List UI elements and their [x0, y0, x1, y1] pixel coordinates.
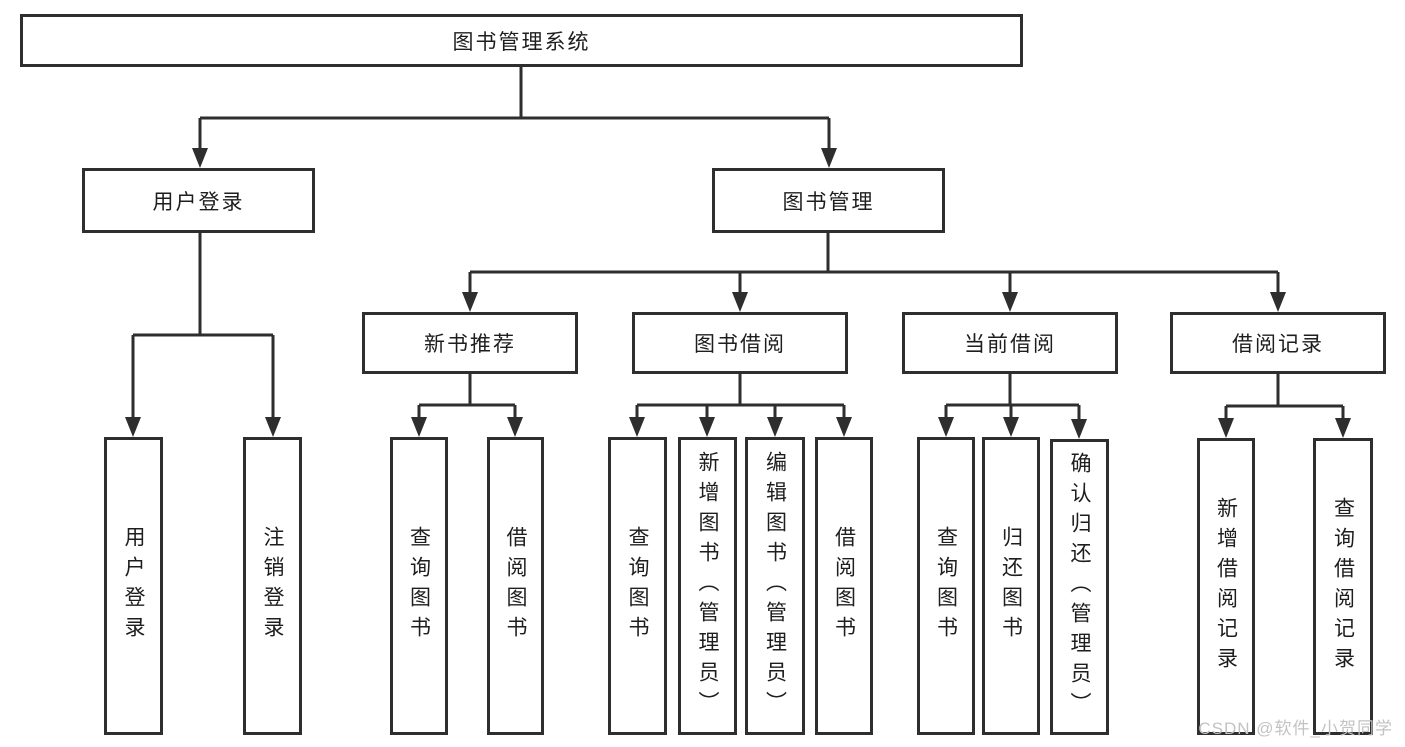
leaf-borrow-books-recommend: 借阅图书: [487, 437, 544, 735]
node-label: 查询图书: [626, 526, 649, 646]
node-label: 注销登录: [261, 526, 284, 646]
connectors-book-management: [462, 233, 1286, 312]
node-label: 查询借阅记录: [1331, 496, 1355, 677]
leaf-query-borrow-record: 查询借阅记录: [1313, 438, 1373, 735]
watermark-text: CSDN @软件_小贺同学: [1198, 719, 1393, 738]
leaf-edit-book-admin: 编辑图书（管理员）: [745, 437, 805, 735]
node-label: 图书管理: [782, 190, 875, 214]
node-label: 新增借阅记录: [1214, 496, 1238, 677]
node-label: 新书推荐: [424, 333, 516, 356]
node-borrowing-records: 借阅记录: [1170, 312, 1386, 374]
node-label: 查询图书: [934, 526, 958, 646]
node-new-book-recommend: 新书推荐: [362, 312, 578, 374]
node-label: 图书借阅: [694, 333, 786, 356]
leaf-query-books-borrowing: 查询图书: [608, 437, 667, 735]
node-label: 用户登录: [152, 190, 245, 214]
node-system-root: 图书管理系统: [20, 14, 1023, 67]
node-current-borrowing: 当前借阅: [902, 312, 1118, 374]
node-book-management: 图书管理: [712, 168, 945, 233]
node-label: 借阅图书: [832, 526, 856, 646]
leaf-query-books-recommend: 查询图书: [390, 437, 448, 735]
node-book-borrowing: 图书借阅: [632, 312, 848, 374]
node-label: 图书管理系统: [452, 30, 591, 54]
connectors-current-borrowing: [938, 374, 1087, 439]
node-label: 查询图书: [407, 526, 431, 646]
node-label: 新增图书（管理员）: [696, 451, 719, 721]
connectors-user-login: [125, 233, 281, 437]
leaf-user-login: 用户登录: [104, 437, 163, 735]
leaf-confirm-return-admin: 确认归还（管理员）: [1050, 439, 1109, 735]
node-label: 借阅记录: [1232, 333, 1324, 356]
node-label: 编辑图书（管理员）: [763, 451, 787, 721]
leaf-logout: 注销登录: [243, 437, 302, 735]
node-label: 归还图书: [999, 526, 1023, 646]
node-label: 用户登录: [122, 526, 145, 646]
connectors-borrowing-records: [1218, 374, 1351, 438]
connectors-new-book-recommend: [411, 374, 523, 437]
node-label: 借阅图书: [504, 526, 527, 646]
node-label: 确认归还（管理员）: [1068, 452, 1091, 722]
leaf-query-books-current: 查询图书: [917, 437, 975, 735]
node-label: 当前借阅: [964, 333, 1056, 356]
leaf-add-book-admin: 新增图书（管理员）: [678, 437, 737, 735]
leaf-borrow-books-borrowing: 借阅图书: [815, 437, 873, 735]
leaf-return-books: 归还图书: [982, 437, 1040, 735]
connectors-book-borrowing: [629, 374, 852, 437]
node-user-login: 用户登录: [82, 168, 315, 233]
connectors-level1: [192, 67, 837, 168]
leaf-add-borrow-record: 新增借阅记录: [1197, 438, 1255, 735]
